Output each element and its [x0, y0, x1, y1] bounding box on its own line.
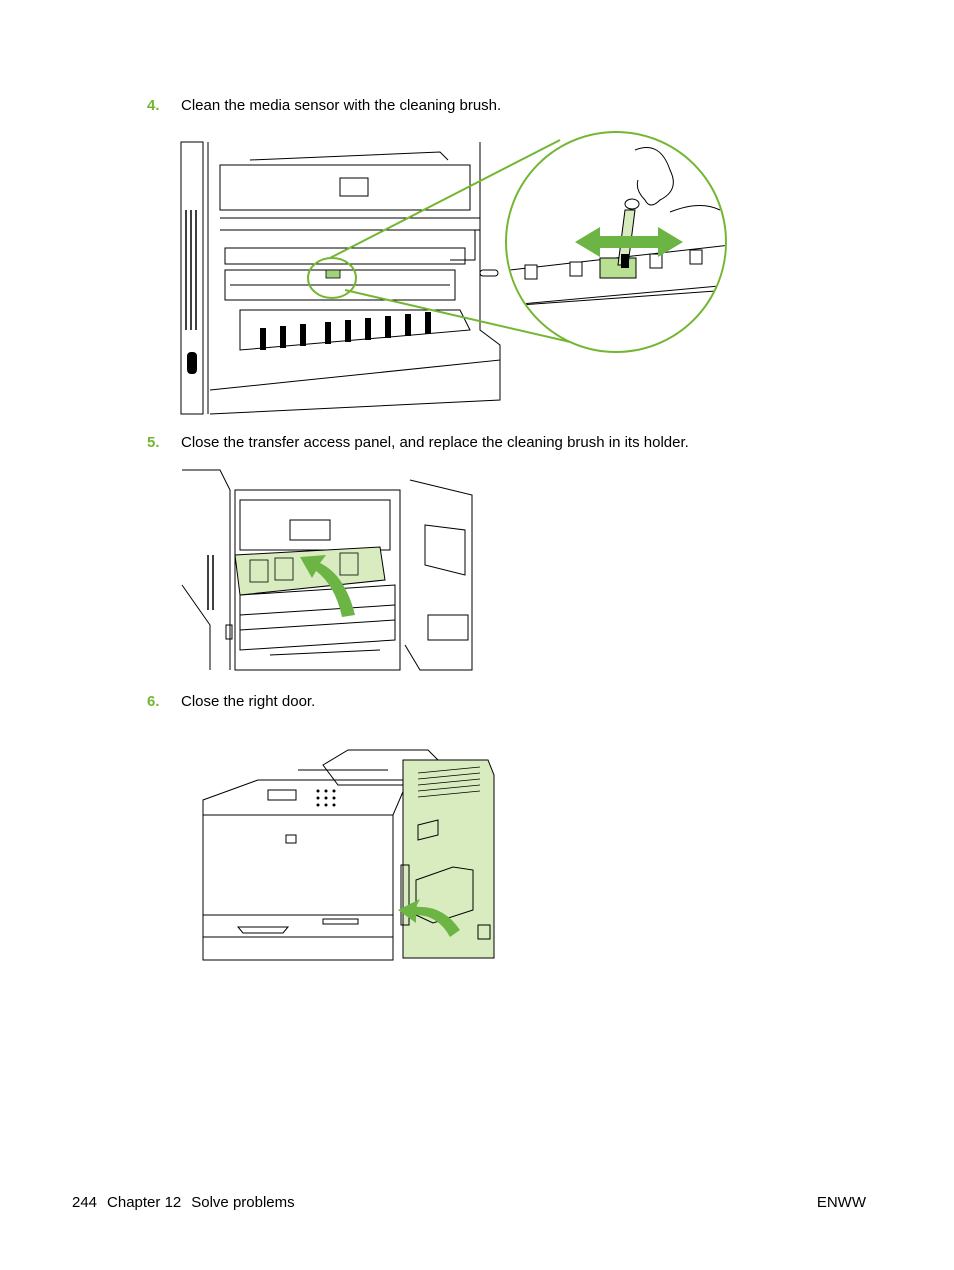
media-sensor-illustration: [180, 131, 727, 415]
step-6: 6. Close the right door.: [147, 693, 315, 711]
step-text: Close the right door.: [181, 693, 316, 710]
step-number: 6.: [147, 693, 160, 710]
step-number: 4.: [147, 97, 160, 114]
footer-right: ENWW: [816, 1194, 866, 1211]
page-number: 244: [72, 1194, 98, 1211]
transfer-panel-illustration: [181, 469, 473, 671]
section-label: Solve problems: [191, 1194, 295, 1211]
step-4: 4. Clean the media sensor with the cleani…: [147, 97, 501, 115]
step-5: 5. Close the transfer access panel, and r…: [147, 434, 689, 452]
step-text: Close the transfer access panel, and rep…: [181, 434, 689, 451]
chapter-label: Chapter 12: [107, 1194, 182, 1211]
right-door-illustration: [202, 749, 495, 961]
figure-media-sensor: [180, 130, 730, 420]
figure-right-door: [198, 745, 498, 963]
figure-transfer-panel: [180, 465, 475, 675]
step-number: 5.: [147, 434, 160, 451]
step-text: Clean the media sensor with the cleaning…: [181, 97, 502, 114]
footer-left: 244 Chapter 12 Solve problems: [72, 1194, 305, 1211]
